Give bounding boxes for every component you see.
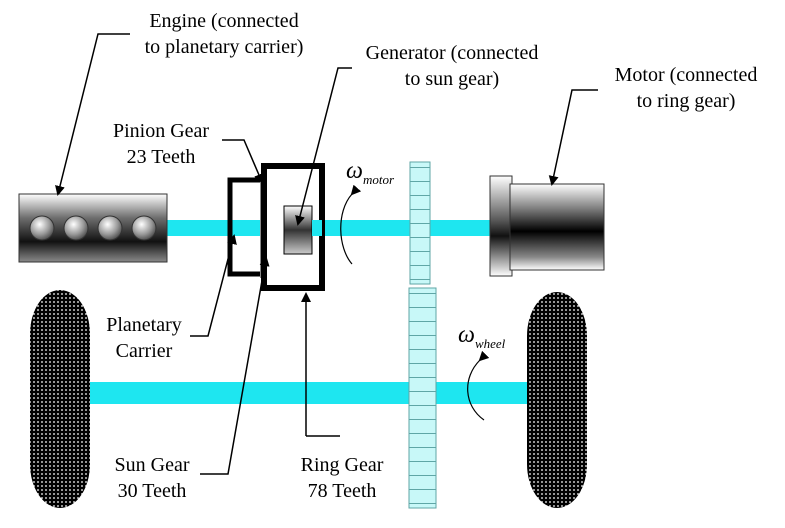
omega-motor-label: ωmotor: [346, 158, 394, 188]
motor-label: Motor (connected to ring gear): [594, 62, 778, 114]
generator-label: Generator (connected to sun gear): [346, 40, 558, 92]
reduction-gear-lower: [408, 287, 437, 509]
motor-gear-upper: [409, 161, 431, 285]
engine-leader: [55, 33, 130, 196]
motor-label-line-1: Motor (connected: [614, 64, 758, 86]
planetary-leader: [190, 234, 237, 337]
engine-cylinder: [97, 215, 123, 241]
motor-leader: [548, 89, 598, 186]
left-wheel: [30, 290, 90, 508]
omega-wheel-symbol: ω: [458, 322, 475, 348]
omega-wheel-subscript: wheel: [474, 336, 506, 351]
engine-cylinder: [63, 215, 89, 241]
engine-cylinder: [29, 215, 55, 241]
planetary-carrier-label: Planetary Carrier: [94, 312, 194, 364]
sun-gear-label-line-2: 30 Teeth: [117, 480, 187, 502]
pinion-leader: [222, 139, 264, 184]
wheel-rotation-arrow: [467, 350, 490, 421]
sun-gear-label-line-1: Sun Gear: [114, 454, 190, 476]
wheel-axle: [88, 382, 530, 404]
ring-gear-label-line-2: 78 Teeth: [307, 480, 377, 502]
pinion-gear-label: Pinion Gear 23 Teeth: [96, 118, 226, 170]
omega-motor-subscript: motor: [362, 172, 395, 187]
generator-leader: [295, 67, 352, 226]
omega-wheel-label: ωwheel: [458, 322, 505, 352]
sun-gear-label: Sun Gear 30 Teeth: [100, 452, 204, 504]
planetary-carrier-label-line-2: Carrier: [115, 340, 173, 362]
motor-rotation-arrow: [340, 184, 362, 265]
ring-gear-label: Ring Gear 78 Teeth: [286, 452, 398, 504]
ring-gear-label-line-1: Ring Gear: [300, 454, 384, 476]
engine-label-line-1: Engine (connected: [149, 10, 299, 32]
pinion-gear-label-line-2: 23 Teeth: [126, 146, 196, 168]
generator-label-line-1: Generator (connected: [365, 42, 539, 64]
motor-cap: [489, 175, 513, 277]
pinion-gear-label-line-1: Pinion Gear: [112, 120, 210, 142]
motor-body: [509, 183, 605, 271]
generator: [283, 205, 313, 255]
engine-label: Engine (connected to planetary carrier): [126, 8, 322, 60]
right-wheel: [527, 292, 587, 508]
engine-label-line-2: to planetary carrier): [144, 36, 304, 58]
generator-shaft: [312, 220, 322, 236]
planetary-carrier-label-line-1: Planetary: [106, 314, 182, 336]
generator-label-line-2: to sun gear): [404, 68, 500, 90]
motor-label-line-2: to ring gear): [636, 90, 736, 112]
upper-shaft: [160, 220, 500, 236]
omega-motor-symbol: ω: [346, 158, 363, 184]
sun-gear-leader: [200, 256, 270, 475]
engine-cylinder: [131, 215, 157, 241]
